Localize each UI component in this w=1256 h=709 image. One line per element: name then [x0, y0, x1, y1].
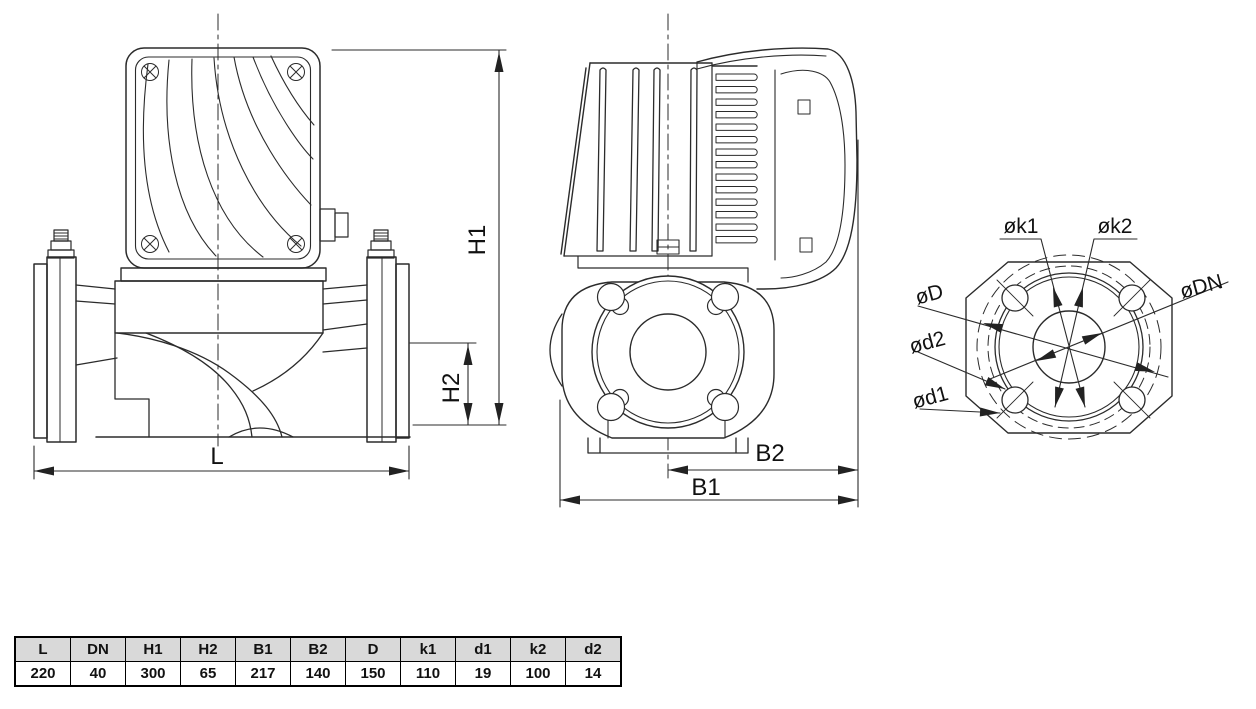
- dim-label-k2: øk2: [1097, 215, 1132, 238]
- dim-label-D: øD: [913, 280, 946, 309]
- table-value-cell: 40: [70, 661, 126, 687]
- table-header-cell: d1: [455, 636, 511, 662]
- flange-detail-view: [917, 238, 1229, 440]
- bolt-holes: [596, 282, 740, 422]
- table-value-cell: 65: [180, 661, 236, 687]
- table-header-cell: B2: [290, 636, 346, 662]
- cable-gland: [319, 208, 349, 242]
- table-header-cell: DN: [70, 636, 126, 662]
- dim-label-h2: H2: [438, 373, 465, 404]
- dim-label-d2: ød2: [907, 327, 948, 359]
- dim-label-h1: H1: [464, 225, 491, 256]
- table-header-cell: k1: [400, 636, 456, 662]
- dim-label-k1: øk1: [1003, 215, 1038, 238]
- dimensions-table: L DN H1 H2 B1 B2 D k1 d1 k2 d2 220 40 30…: [14, 636, 622, 687]
- table-value-cell: 110: [400, 661, 456, 687]
- table-header-cell: H2: [180, 636, 236, 662]
- dimension-H2: [409, 342, 477, 426]
- flange-leader-lines: [917, 238, 1229, 418]
- table-header-cell: D: [345, 636, 401, 662]
- right-flange: [366, 229, 410, 443]
- side-view: [549, 13, 859, 508]
- dimension-B1: [559, 399, 859, 508]
- dim-label-d1: ød1: [910, 382, 951, 414]
- control-box: [696, 47, 858, 290]
- flange-bolt: [47, 229, 75, 259]
- flange-face: [549, 275, 775, 454]
- table-value-cell: 14: [565, 661, 622, 687]
- dim-label-DN: øDN: [1177, 270, 1225, 303]
- pump-body: [75, 267, 411, 438]
- dimension-B2: [667, 139, 859, 508]
- motor-swirl-lines: [142, 55, 315, 258]
- table-value-row: 220 40 300 65 217 140 150 110 19 100 14: [14, 661, 622, 687]
- table-header-row: L DN H1 H2 B1 B2 D k1 d1 k2 d2: [14, 636, 622, 662]
- cooling-fins: [715, 73, 758, 244]
- table-value-cell: 220: [14, 661, 71, 687]
- flange-outline: [965, 261, 1173, 434]
- dimension-L: [33, 445, 410, 480]
- finned-motor: [560, 62, 758, 283]
- dim-label-b2: B2: [755, 440, 784, 467]
- front-view: [33, 13, 507, 480]
- circle-bolt-dashed: [987, 265, 1151, 429]
- dim-label-l: L: [210, 443, 223, 470]
- table-value-cell: 140: [290, 661, 346, 687]
- circle-D-dashed: [976, 254, 1162, 440]
- table-value-cell: 100: [510, 661, 566, 687]
- dimension-H1: [331, 49, 507, 426]
- table-value-cell: 300: [125, 661, 181, 687]
- left-flange: [33, 229, 77, 443]
- dim-label-b1: B1: [691, 474, 720, 501]
- table-value-cell: 217: [235, 661, 291, 687]
- bore-circle: [1032, 310, 1106, 384]
- table-header-cell: k2: [510, 636, 566, 662]
- table-header-cell: d2: [565, 636, 622, 662]
- flange-bolt: [367, 229, 395, 259]
- table-header-cell: B1: [235, 636, 291, 662]
- table-header-cell: H1: [125, 636, 181, 662]
- table-value-cell: 19: [455, 661, 511, 687]
- detail-bolt-holes: [996, 279, 1151, 419]
- corner-screw-icon: [141, 63, 305, 253]
- motor-housing: [125, 47, 349, 269]
- table-value-cell: 150: [345, 661, 401, 687]
- table-header-cell: L: [14, 636, 71, 662]
